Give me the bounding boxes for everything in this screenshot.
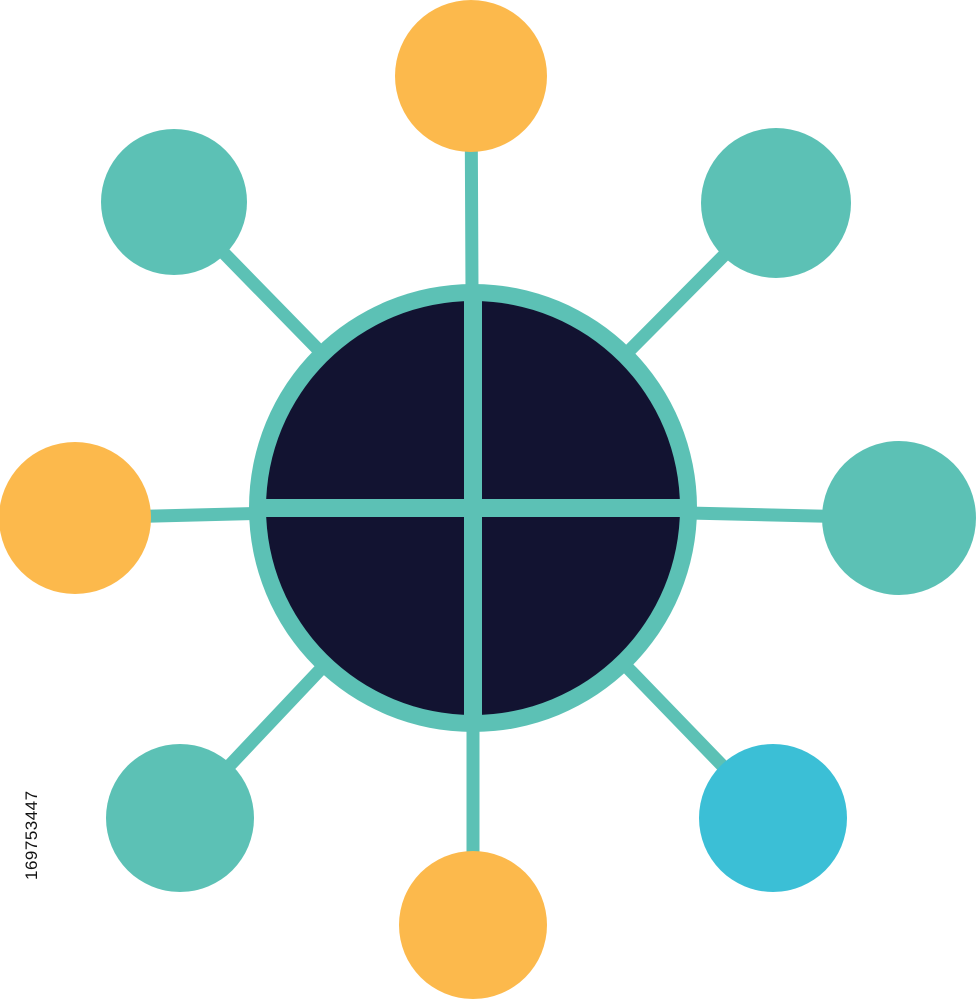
node-bottom-left	[106, 744, 254, 892]
node-top-left	[101, 129, 247, 275]
node-right	[822, 441, 976, 595]
stock-id-watermark: 169753447	[22, 790, 41, 880]
node-left	[0, 442, 151, 594]
node-bottom-right	[699, 744, 847, 892]
node-bottom	[399, 851, 547, 999]
globe-icon	[249, 284, 697, 732]
node-top-right	[701, 128, 851, 278]
node-top	[395, 0, 547, 152]
